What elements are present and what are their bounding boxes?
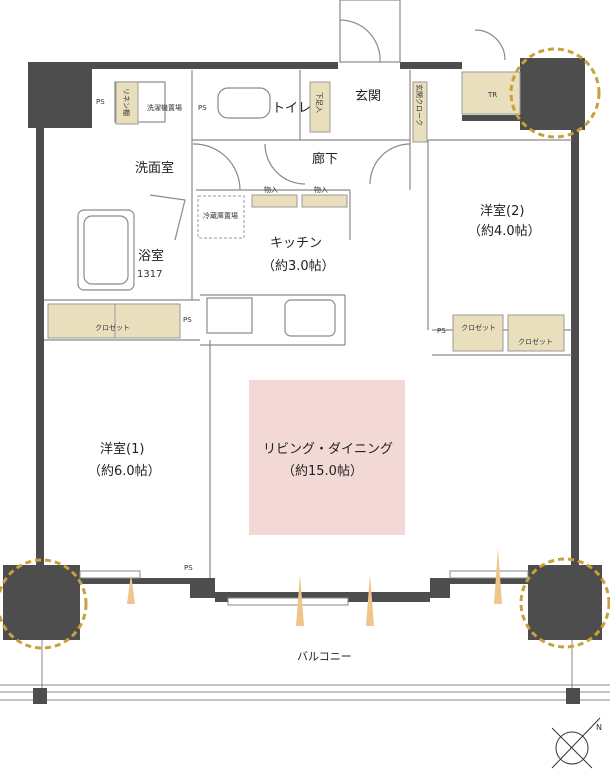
storage-label: 物入 — [314, 185, 328, 194]
toilet-label: トイレ — [272, 101, 311, 116]
closet-label: クロゼット — [95, 323, 130, 332]
fridge-space-label: 冷蔵庫置場 — [203, 211, 238, 220]
fridge-space — [197, 195, 245, 239]
compass-icon — [551, 717, 601, 769]
bathroom-size: 1317 — [137, 269, 162, 280]
ps-label: PS — [437, 327, 446, 335]
entrance-label: 玄関 — [355, 89, 381, 104]
living-dining-label: リビング・ダイニング — [263, 442, 393, 457]
hallway-label: 廊下 — [312, 151, 338, 167]
trunk-room-label: TR — [487, 91, 497, 99]
entrance-cloak-label: 玄関クローク — [415, 84, 424, 126]
linen-shelf-label: リネン棚 — [122, 88, 131, 116]
washroom-label: 洗面室 — [135, 160, 174, 176]
western-room-2-size: （約4.0帖） — [468, 224, 541, 239]
pillar-highlights — [0, 47, 610, 650]
western-room-1-label: 洋室(1) — [100, 441, 144, 457]
windows — [79, 570, 529, 606]
closet-label: クロゼット — [518, 337, 553, 346]
western-room-1-size: （約6.0帖） — [88, 464, 161, 479]
ps-label: PS — [183, 316, 192, 324]
living-area-highlight — [249, 380, 405, 535]
ps-label: PS — [198, 104, 207, 112]
walls — [3, 58, 602, 640]
kitchen-label: キッチン — [270, 236, 322, 251]
ps-label: PS — [184, 564, 193, 572]
storage-label: 物入 — [264, 185, 278, 194]
interior-walls — [44, 0, 572, 578]
ps-label: PS — [96, 98, 105, 106]
balcony-label: バルコニー — [297, 650, 352, 663]
bathroom-label: 浴室 — [138, 248, 164, 264]
washer-space-label: 洗濯機置場 — [147, 103, 182, 112]
shoe-storage-label: 下足入 — [315, 92, 323, 113]
closet-label: クロゼット — [461, 323, 496, 332]
compass-north-label: N — [596, 723, 602, 732]
ventilation-marks — [127, 548, 502, 626]
balcony-post — [33, 688, 47, 704]
living-dining-size: （約15.0帖） — [282, 464, 363, 479]
closets — [47, 71, 565, 352]
balcony-rail — [0, 640, 610, 701]
western-room-2-label: 洋室(2) — [480, 203, 524, 219]
kitchen-size: （約3.0帖） — [262, 259, 335, 274]
balcony-post — [566, 688, 580, 704]
